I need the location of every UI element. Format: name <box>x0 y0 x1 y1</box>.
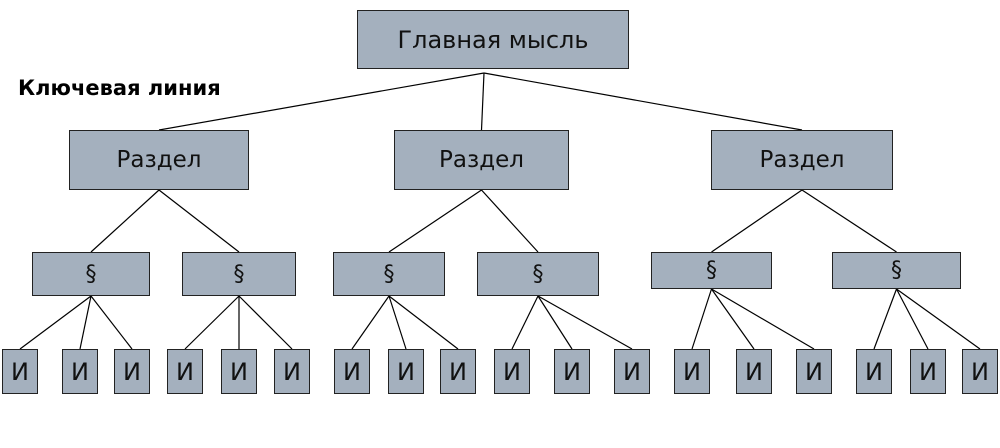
idea-node-label: И <box>11 357 29 386</box>
paragraph-node-label: § <box>233 261 245 287</box>
idea-node-label: И <box>745 357 763 386</box>
idea-node: И <box>440 349 476 394</box>
paragraph-to-idea-line <box>691 288 713 350</box>
paragraph-to-idea-line <box>388 295 407 350</box>
idea-node-label: И <box>397 357 415 386</box>
root-to-section-line <box>483 72 803 131</box>
section-node: Раздел <box>69 130 249 190</box>
section-to-paragraph-line <box>801 189 897 253</box>
section-node-label: Раздел <box>116 147 202 173</box>
idea-node-label: И <box>283 357 301 386</box>
section-node-label: Раздел <box>439 147 524 173</box>
section-to-paragraph-line <box>158 189 240 253</box>
idea-node: И <box>62 349 98 394</box>
idea-node: И <box>674 349 710 394</box>
paragraph-node: § <box>832 252 961 289</box>
key-line-label: Ключевая линия <box>18 76 221 100</box>
section-node: Раздел <box>711 130 893 190</box>
idea-node: И <box>114 349 150 394</box>
paragraph-to-idea-line <box>90 295 133 350</box>
paragraph-node-label: § <box>383 261 395 287</box>
paragraph-node-label: § <box>891 258 902 283</box>
idea-node-label: И <box>919 357 937 386</box>
paragraph-to-idea-line <box>537 295 633 350</box>
root-to-section-line <box>158 72 485 131</box>
idea-node: И <box>221 349 257 394</box>
section-to-paragraph-line <box>711 189 803 253</box>
idea-node: И <box>167 349 203 394</box>
idea-node: И <box>910 349 946 394</box>
idea-node: И <box>2 349 38 394</box>
idea-node: И <box>796 349 832 394</box>
paragraph-to-idea-line <box>711 288 815 350</box>
idea-node-label: И <box>865 357 883 386</box>
paragraph-to-idea-line <box>896 288 981 350</box>
paragraph-node-label: § <box>706 258 717 283</box>
paragraph-node: § <box>182 252 296 296</box>
root-label: Главная мысль <box>397 25 589 54</box>
paragraph-node-label: § <box>532 261 544 287</box>
paragraph-to-idea-line <box>388 295 459 350</box>
root-node: Главная мысль <box>357 10 629 69</box>
idea-node-label: И <box>683 357 701 386</box>
paragraph-to-idea-line <box>238 295 293 350</box>
paragraph-to-idea-line <box>351 295 390 350</box>
paragraph-node: § <box>333 252 445 296</box>
idea-node: И <box>614 349 650 394</box>
idea-node-label: И <box>971 357 989 386</box>
idea-node-label: И <box>503 357 521 386</box>
paragraph-node: § <box>651 252 772 289</box>
idea-node: И <box>494 349 530 394</box>
section-to-paragraph-line <box>388 189 482 253</box>
paragraph-node: § <box>32 252 150 296</box>
idea-node-label: И <box>123 357 141 386</box>
section-to-paragraph-line <box>481 189 539 253</box>
paragraph-node-label: § <box>85 261 97 287</box>
idea-node-label: И <box>230 357 248 386</box>
paragraph-to-idea-line <box>79 295 92 350</box>
idea-node: И <box>274 349 310 394</box>
idea-node: И <box>334 349 370 394</box>
idea-node: И <box>554 349 590 394</box>
paragraph-to-idea-line <box>19 295 92 350</box>
paragraph-to-idea-line <box>895 288 929 350</box>
idea-node-label: И <box>176 357 194 386</box>
paragraph-to-idea-line <box>873 288 898 350</box>
section-to-paragraph-line <box>90 189 160 253</box>
section-node: Раздел <box>394 130 569 190</box>
idea-node-label: И <box>623 357 641 386</box>
section-node-label: Раздел <box>759 147 845 173</box>
idea-node-label: И <box>449 357 467 386</box>
idea-node-label: И <box>71 357 89 386</box>
paragraph-to-idea-line <box>184 295 240 350</box>
idea-node: И <box>856 349 892 394</box>
paragraph-to-idea-line <box>711 288 755 350</box>
idea-node: И <box>736 349 772 394</box>
paragraph-to-idea-line <box>511 295 539 350</box>
idea-node: И <box>962 349 998 394</box>
paragraph-to-idea-line <box>537 295 573 350</box>
idea-node: И <box>388 349 424 394</box>
root-to-section-line <box>480 72 485 131</box>
idea-node-label: И <box>563 357 581 386</box>
idea-node-label: И <box>805 357 823 386</box>
idea-node-label: И <box>343 357 361 386</box>
paragraph-node: § <box>477 252 599 296</box>
